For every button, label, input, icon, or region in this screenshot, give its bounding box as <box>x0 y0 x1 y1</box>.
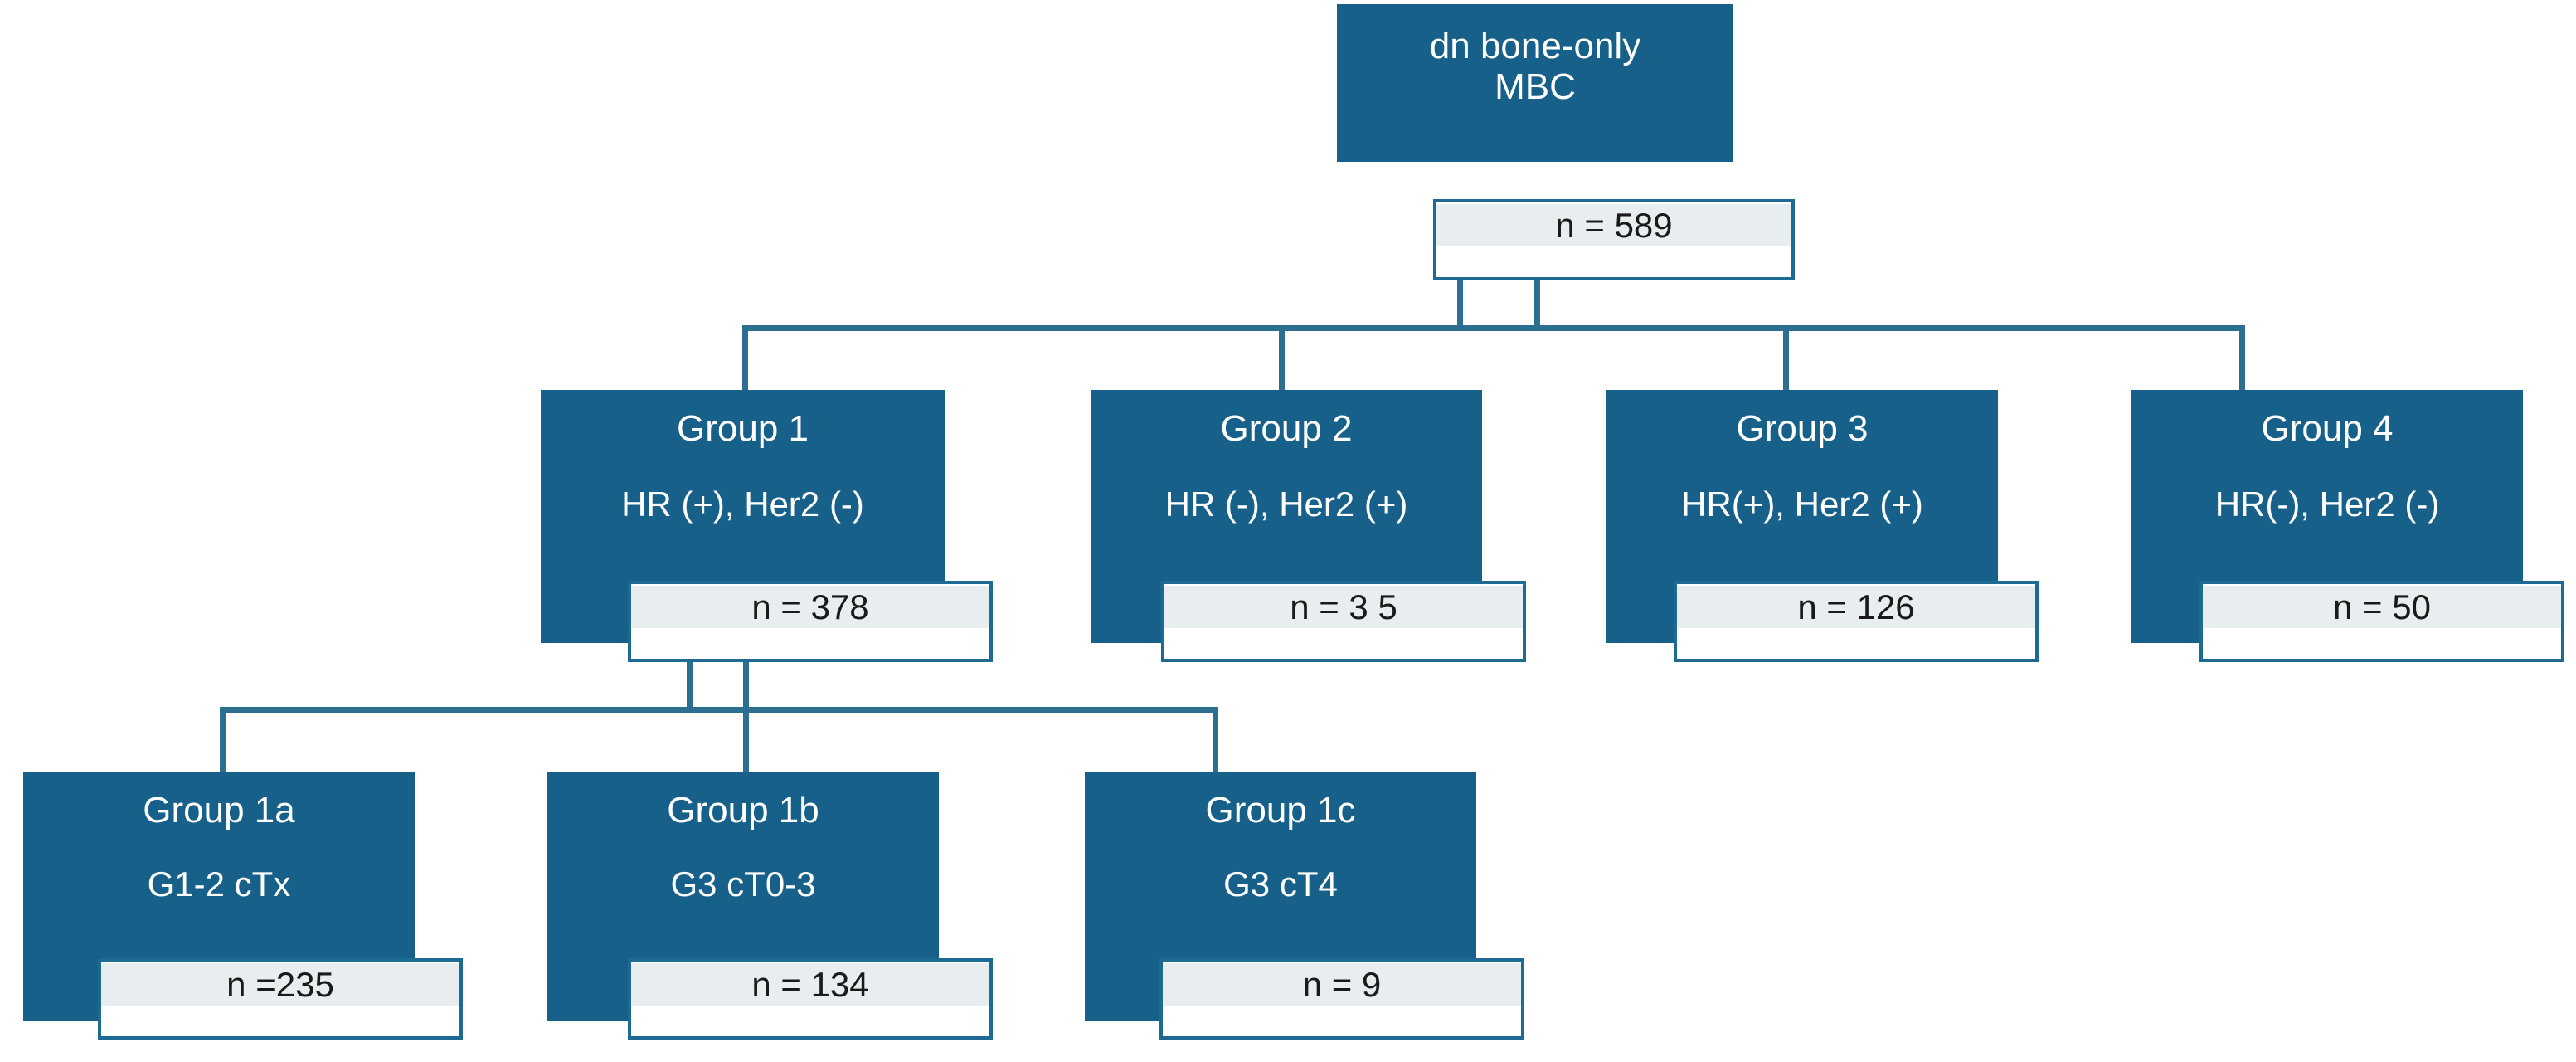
count-label-group-1: n = 378 <box>631 586 989 629</box>
count-label-group-1a: n =235 <box>101 963 459 1006</box>
connector-drop-group-1b <box>743 707 749 776</box>
connector-bus-level2 <box>742 325 2245 331</box>
node-group-2-title: Group 2 <box>1220 408 1353 449</box>
count-label-group-3: n = 126 <box>1677 586 2035 629</box>
count-label-group-2: n = 3 5 <box>1164 586 1523 629</box>
node-group-1-title: Group 1 <box>677 408 809 449</box>
node-group-1a-title: Group 1a <box>143 790 295 831</box>
count-box-group-1b: n = 134 <box>628 958 993 1040</box>
node-root[interactable]: dn bone-only MBC <box>1337 4 1733 162</box>
count-box-root: n = 589 <box>1433 199 1795 280</box>
connector-drop-group-2 <box>1279 325 1285 394</box>
count-box-group-1c: n = 9 <box>1159 958 1524 1040</box>
count-label-root: n = 589 <box>1436 204 1791 247</box>
connector-drop-group-1 <box>742 325 748 394</box>
connector-bus-level3 <box>220 707 1218 713</box>
count-label-group-4: n = 50 <box>2203 586 2561 629</box>
node-group-1c-subtitle: G3 cT4 <box>1223 865 1338 904</box>
count-box-group-1: n = 378 <box>628 581 993 662</box>
connector-group-1-stem-left <box>687 662 693 712</box>
count-label-group-1c: n = 9 <box>1163 963 1521 1006</box>
node-group-4-title: Group 4 <box>2261 408 2394 449</box>
node-group-3-title: Group 3 <box>1736 408 1869 449</box>
node-group-1b-subtitle: G3 cT0-3 <box>670 865 816 904</box>
count-box-group-4: n = 50 <box>2199 581 2564 662</box>
count-box-group-2: n = 3 5 <box>1161 581 1526 662</box>
node-group-4-subtitle: HR(-), Her2 (-) <box>2214 485 2440 524</box>
node-group-1a-subtitle: G1-2 cTx <box>147 865 291 904</box>
connector-group-1-stem-right <box>743 662 749 712</box>
node-group-1b-title: Group 1b <box>667 790 819 831</box>
node-group-1-subtitle: HR (+), Her2 (-) <box>621 485 864 524</box>
connector-drop-group-3 <box>1783 325 1789 394</box>
node-group-2-subtitle: HR (-), Her2 (+) <box>1164 485 1408 524</box>
node-group-3-subtitle: HR(+), Her2 (+) <box>1681 485 1923 524</box>
connector-drop-group-1c <box>1213 707 1218 776</box>
node-group-1c-title: Group 1c <box>1205 790 1356 831</box>
connector-root-stem-right <box>1534 280 1540 330</box>
node-root-title: dn bone-only MBC <box>1429 26 1641 108</box>
connector-drop-group-4 <box>2239 325 2245 394</box>
count-box-group-1a: n =235 <box>98 958 463 1040</box>
count-box-group-3: n = 126 <box>1674 581 2039 662</box>
connector-drop-group-1a <box>220 707 226 776</box>
count-label-group-1b: n = 134 <box>631 963 989 1006</box>
connector-root-stem-left <box>1457 280 1463 330</box>
